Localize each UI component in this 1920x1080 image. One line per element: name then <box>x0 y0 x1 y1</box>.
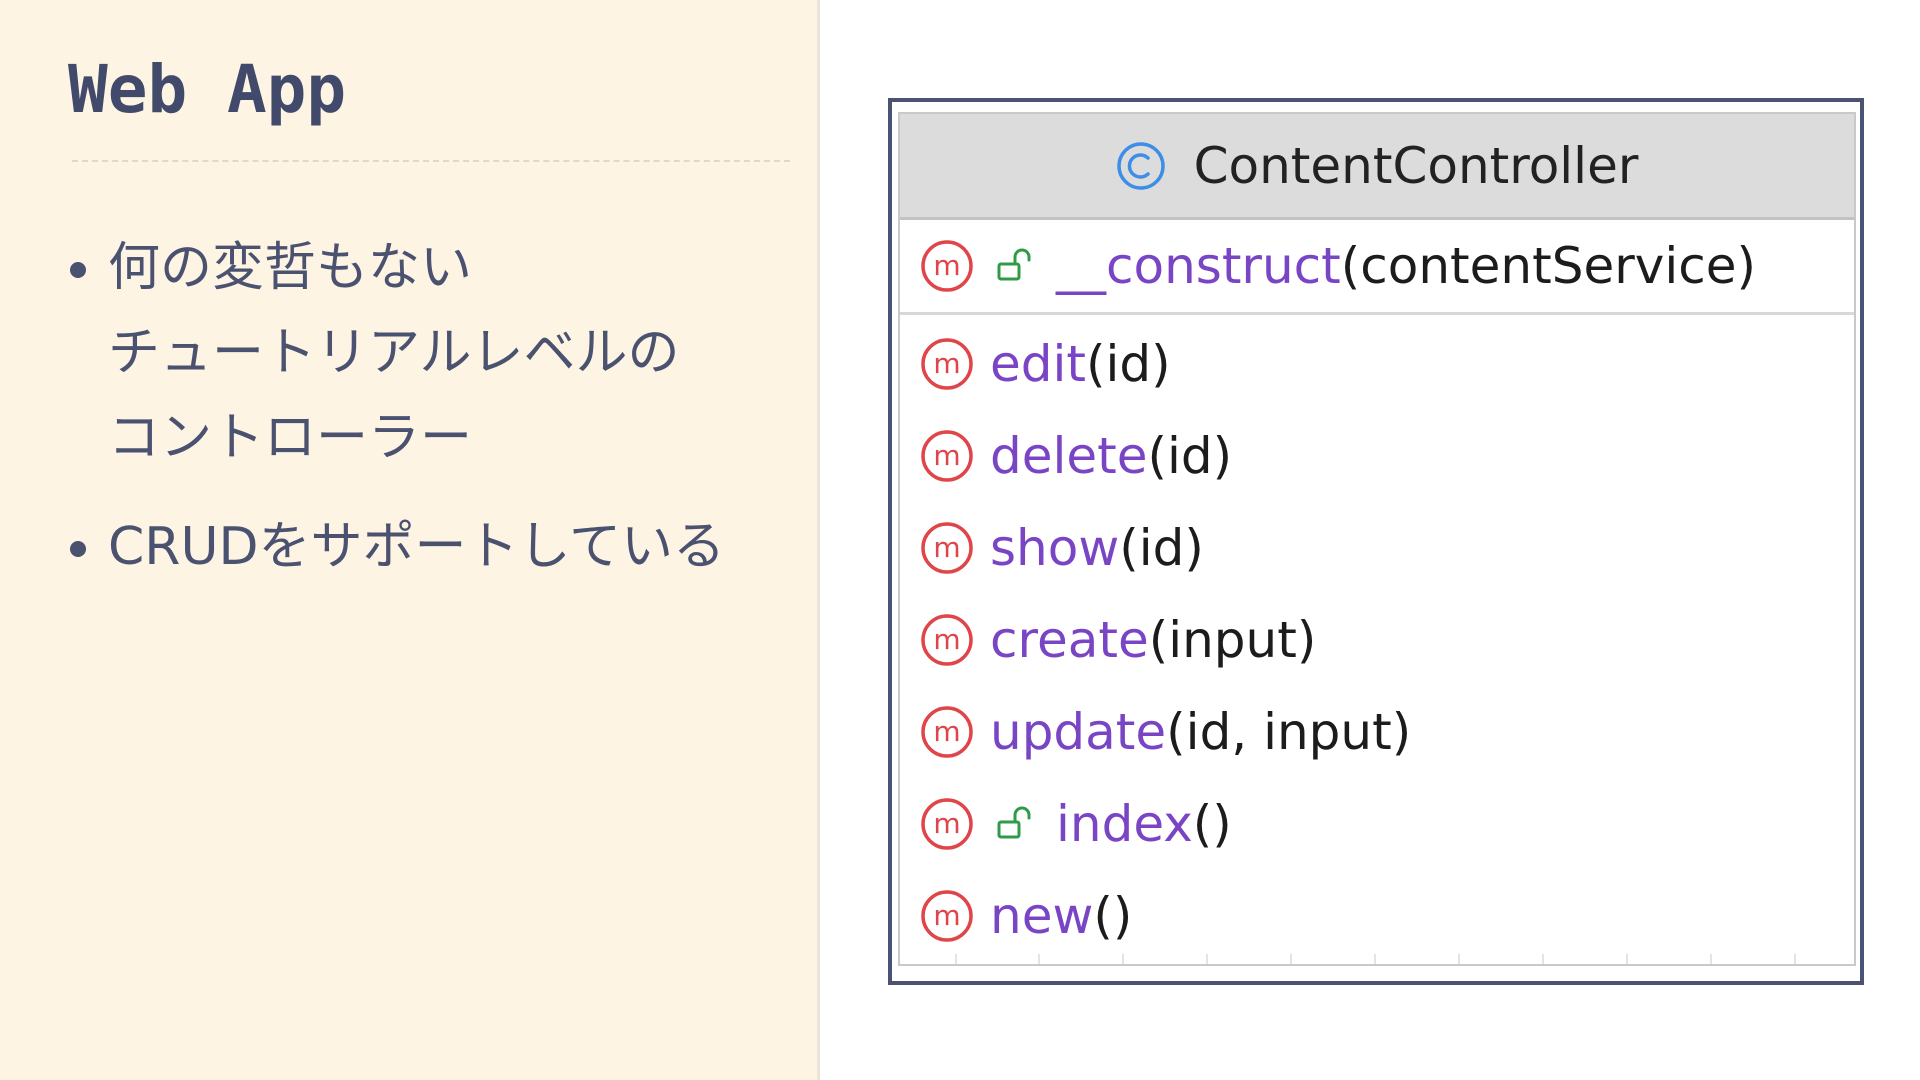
bullet-dot-icon <box>70 541 86 557</box>
method-params: () <box>1093 887 1133 945</box>
svg-text:m: m <box>933 249 960 282</box>
svg-text:m: m <box>933 347 960 380</box>
bullet-dot-icon <box>70 262 86 278</box>
slide-title: Web App <box>68 51 347 128</box>
svg-text:m: m <box>933 531 960 564</box>
svg-text:m: m <box>933 807 960 840</box>
method-name: index <box>1056 795 1193 853</box>
method-name: show <box>990 519 1120 577</box>
grid-tick <box>1206 954 1208 964</box>
method-name: new <box>990 887 1094 945</box>
method-m-icon: m <box>921 338 973 390</box>
method-name: update <box>990 703 1167 761</box>
grid-tick <box>1290 954 1292 964</box>
constructor-row: m __construct(contentService) <box>900 220 1854 312</box>
class-name: ContentController <box>1193 136 1639 195</box>
svg-text:m: m <box>933 899 960 932</box>
class-c-icon <box>1116 141 1165 190</box>
method-m-icon: m <box>921 614 973 666</box>
svg-text:m: m <box>933 623 960 656</box>
constructor-name: __construct <box>1056 237 1341 295</box>
method-m-icon: m <box>921 430 973 482</box>
bullet-item: 何の変哲もない チュートリアルレベルの コントローラー <box>70 226 810 481</box>
bullet-text: 何の変哲もない チュートリアルレベルの コントローラー <box>108 238 680 468</box>
bullet-list: 何の変哲もない チュートリアルレベルの コントローラー CRUDをサポートしてい… <box>70 226 810 614</box>
constructor-params: (contentService) <box>1340 237 1756 295</box>
title-divider <box>72 160 790 162</box>
slide-text-panel: Web App 何の変哲もない チュートリアルレベルの コントローラー CRUD… <box>0 0 820 1080</box>
method-m-icon: m <box>921 706 973 758</box>
svg-text:m: m <box>933 715 960 748</box>
grid-tick <box>955 954 957 964</box>
method-name: delete <box>990 427 1148 485</box>
method-params: (id) <box>1147 427 1233 485</box>
method-params: () <box>1192 795 1232 853</box>
uml-diagram-frame: ContentController m __construct(contentS… <box>888 98 1864 985</box>
method-params: (id, input) <box>1166 703 1412 761</box>
grid-tick <box>1794 954 1796 964</box>
grid-tick <box>1038 954 1040 964</box>
method-m-icon: m <box>921 890 973 942</box>
method-name: create <box>990 611 1149 669</box>
bullet-item: CRUDをサポートしている <box>70 505 810 590</box>
method-m-icon: m <box>921 240 973 292</box>
uml-class-header: ContentController <box>900 114 1854 220</box>
method-params: (id) <box>1086 335 1171 393</box>
method-params: (input) <box>1148 611 1317 669</box>
constructor-section: m __construct(contentService) <box>900 220 1854 315</box>
grid-tick <box>1458 954 1460 964</box>
open-lock-icon <box>997 806 1031 839</box>
method-m-icon: m <box>921 798 973 850</box>
method-row-5: m index() <box>900 778 1854 870</box>
method-params: (id) <box>1119 519 1204 577</box>
method-name: edit <box>990 335 1086 393</box>
bullet-text: CRUDをサポートしている <box>108 517 725 577</box>
grid-tick <box>1374 954 1376 964</box>
uml-class-box: ContentController m __construct(contentS… <box>898 112 1856 966</box>
grid-tick <box>1542 954 1544 964</box>
grid-tick <box>1122 954 1124 964</box>
grid-tick <box>1626 954 1628 964</box>
method-m-icon: m <box>921 522 973 574</box>
grid-tick <box>1710 954 1712 964</box>
svg-text:m: m <box>933 439 960 472</box>
open-lock-icon <box>997 248 1031 281</box>
